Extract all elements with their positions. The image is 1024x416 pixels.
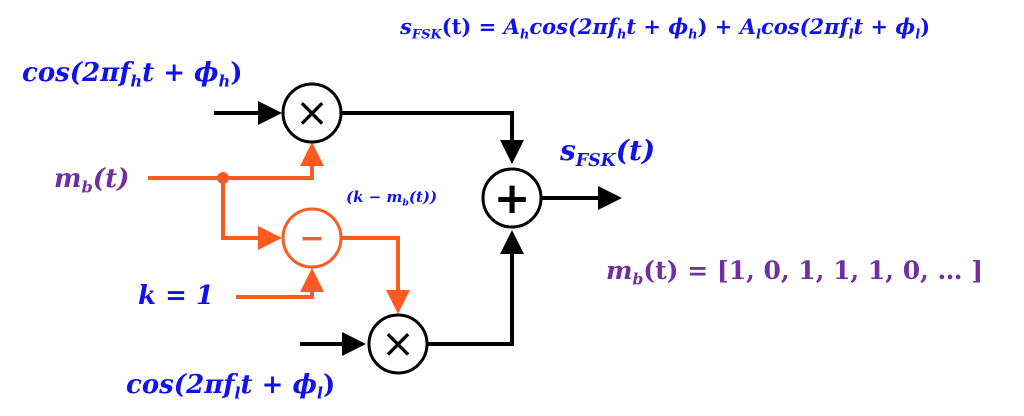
intermediate-pre: (k − m: [346, 188, 403, 206]
constant-k-text: k = 1: [138, 281, 214, 311]
eq-term2-mid: t + ϕ: [853, 14, 916, 39]
multiply-icon: ×: [381, 321, 415, 367]
intermediate-post: (t)): [408, 188, 438, 206]
eq-term1-f: f: [607, 14, 617, 39]
subtractor-block: −: [281, 207, 343, 269]
carrier-low-pre: cos(2π: [126, 370, 224, 400]
carrier-high-label: cos(2πfht + ϕh): [22, 58, 243, 91]
sequence-name: m: [606, 256, 633, 285]
k-to-subtractor-wire: [236, 268, 324, 299]
message-name: m: [54, 164, 82, 194]
message-arg: (t): [92, 164, 130, 194]
eq-term1-phi-sub: h: [688, 27, 698, 43]
multiplier-low-block: ×: [367, 313, 429, 375]
intermediate-label: (k − mb(t)): [346, 188, 438, 209]
eq-lhs-sub: FSK: [411, 27, 442, 43]
constant-k-label: k = 1: [138, 281, 214, 311]
carrier-high-mid: t + ϕ: [142, 58, 219, 88]
output-label: sFSK(t): [560, 134, 656, 170]
eq-term1-amp: A: [503, 14, 520, 39]
sequence-sub: b: [632, 269, 644, 289]
sequence-arg: (t) =: [643, 256, 717, 285]
plus-icon: +: [494, 173, 531, 224]
eq-lhs: s: [400, 14, 412, 39]
minus-icon: −: [299, 221, 324, 256]
carrier-high-f-sub: h: [130, 71, 143, 91]
multiplier-high-block: ×: [281, 82, 343, 144]
carrier-low-f-sub: l: [234, 383, 241, 403]
output-arg: (t): [615, 134, 656, 167]
output-sub: FSK: [575, 151, 616, 172]
carrier-high-phi-sub: h: [218, 71, 231, 91]
eq-term2-f: f: [839, 14, 849, 39]
multiply-icon: ×: [295, 90, 329, 136]
eq-term2-phi-sub: l: [915, 27, 921, 43]
carrier-high-f: f: [119, 58, 131, 88]
message-to-subtractor-wire: [221, 178, 282, 250]
mult-high-to-adder-wire: [342, 111, 524, 164]
mult-low-to-adder-wire: [428, 230, 524, 346]
message-label: mb(t): [54, 164, 130, 197]
subtractor-to-mult-low-wire: [342, 236, 410, 314]
eq-term1-end: ) +: [697, 14, 740, 39]
intermediate-sub: b: [402, 197, 409, 209]
message-sub: b: [81, 177, 93, 197]
eq-term1-func: cos(2π: [529, 14, 608, 39]
eq-term2-func: cos(2π: [760, 14, 840, 39]
eq-term2-amp: A: [739, 14, 757, 39]
eq-term2-end: ): [920, 14, 931, 39]
fsk-equation: sFSK(t) = Ahcos(2πfht + ϕh) + Alcos(2πfl…: [400, 14, 931, 42]
carrier-low-phi-sub: l: [316, 383, 324, 403]
eq-lhs-arg: (t) =: [441, 14, 504, 39]
output-name: s: [560, 134, 576, 167]
carrier-high-pre: cos(2π: [22, 58, 120, 88]
carrier-low-mid: t + ϕ: [240, 370, 317, 400]
adder-block: +: [481, 167, 543, 229]
carrier-low-label: cos(2πflt + ϕl): [126, 370, 336, 403]
carrier-low-f: f: [223, 370, 235, 400]
eq-term2-amp-sub: l: [756, 27, 761, 43]
eq-term1-f-sub: h: [616, 27, 627, 43]
message-to-mult-high-wire: [148, 142, 324, 180]
sequence-values: [1, 0, 1, 1, 1, 0, … ]: [716, 256, 984, 285]
eq-term1-mid: t + ϕ: [626, 14, 689, 39]
sequence-label: mb(t) = [1, 0, 1, 1, 1, 0, … ]: [606, 256, 984, 289]
eq-term1-amp-sub: h: [519, 27, 530, 43]
carrier-high-end: ): [230, 58, 243, 88]
carrier-low-end: ): [323, 370, 336, 400]
eq-term2-f-sub: l: [848, 27, 854, 43]
